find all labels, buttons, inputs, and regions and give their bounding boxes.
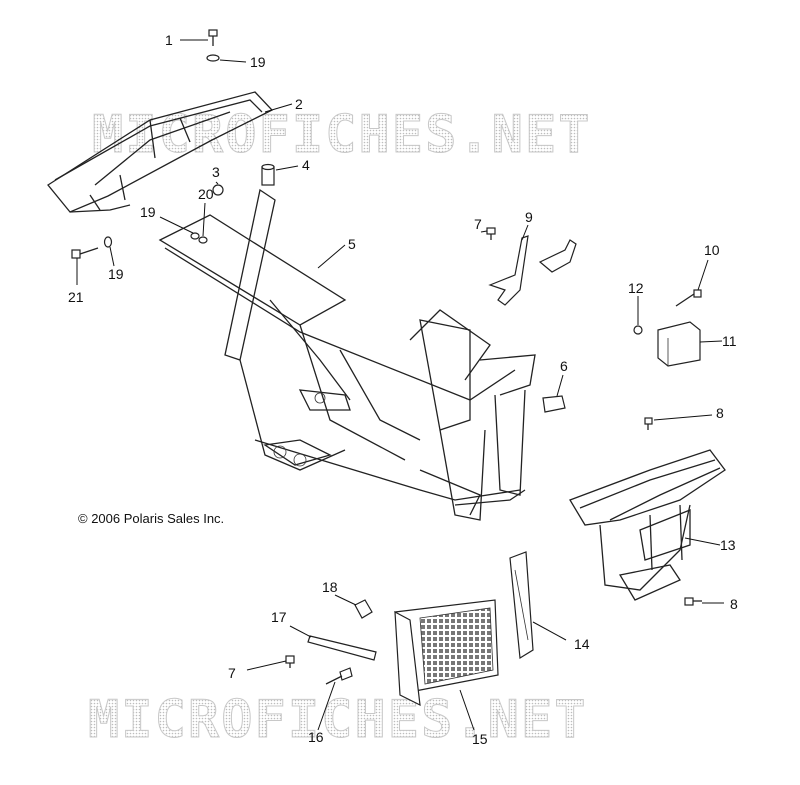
callout-19-top: 19	[250, 54, 266, 70]
bracket-part-9	[488, 224, 577, 306]
callout-8-bottom: 8	[730, 596, 738, 612]
front-rack-part-13	[569, 449, 726, 601]
callout-18: 18	[322, 579, 338, 595]
callout-3: 3	[212, 164, 220, 180]
callout-16: 16	[308, 729, 324, 745]
callout-15: 15	[472, 731, 488, 747]
box-part-11	[657, 321, 723, 367]
nut-part-12	[633, 296, 643, 335]
callout-4: 4	[302, 157, 310, 173]
callout-19-left: 19	[108, 266, 124, 282]
grille-part-15	[394, 599, 499, 731]
clip-part-18	[334, 594, 373, 619]
callout-19-mid: 19	[140, 204, 156, 220]
spacer-part-4	[261, 163, 299, 186]
screw-part-7-top	[480, 227, 496, 240]
washer-part-19-top	[206, 54, 247, 63]
callout-7-bottom: 7	[228, 665, 236, 681]
callout-17: 17	[271, 609, 287, 625]
callout-21: 21	[68, 289, 84, 305]
callout-9: 9	[525, 209, 533, 225]
washer-part-19-left	[103, 236, 115, 267]
screw-part-8-top	[644, 414, 713, 430]
bolt-part-1	[180, 29, 218, 46]
bar-part-17	[289, 625, 377, 661]
callout-13: 13	[720, 537, 736, 553]
bolt-part-21	[71, 247, 99, 285]
callout-7-top: 7	[474, 216, 482, 232]
bolt-part-10	[675, 259, 709, 307]
rear-rack-part-2	[47, 91, 293, 213]
panel-part-14	[509, 551, 567, 660]
screw-part-8-bottom	[684, 597, 724, 606]
washer-part-20	[198, 202, 208, 244]
callout-1: 1	[165, 32, 173, 48]
callout-20: 20	[198, 186, 214, 202]
nut-part-3	[212, 181, 224, 196]
callout-5: 5	[348, 236, 356, 252]
callout-8-top: 8	[716, 405, 724, 421]
block-part-6	[542, 374, 566, 413]
pin-part-16	[317, 667, 353, 731]
washer-part-19-mid	[159, 216, 200, 240]
watermark-top: MICROFICHES.NET	[92, 105, 592, 165]
callout-6: 6	[560, 358, 568, 374]
callout-10: 10	[704, 242, 720, 258]
screw-part-7-bottom	[246, 655, 295, 671]
callout-2: 2	[295, 96, 303, 112]
callout-14: 14	[574, 636, 590, 652]
callout-11: 11	[722, 333, 737, 349]
callout-12: 12	[628, 280, 644, 296]
frame-part-5	[158, 188, 536, 521]
copyright-notice: © 2006 Polaris Sales Inc.	[78, 511, 224, 526]
watermark-bottom: MICROFICHES.NET	[88, 690, 588, 750]
